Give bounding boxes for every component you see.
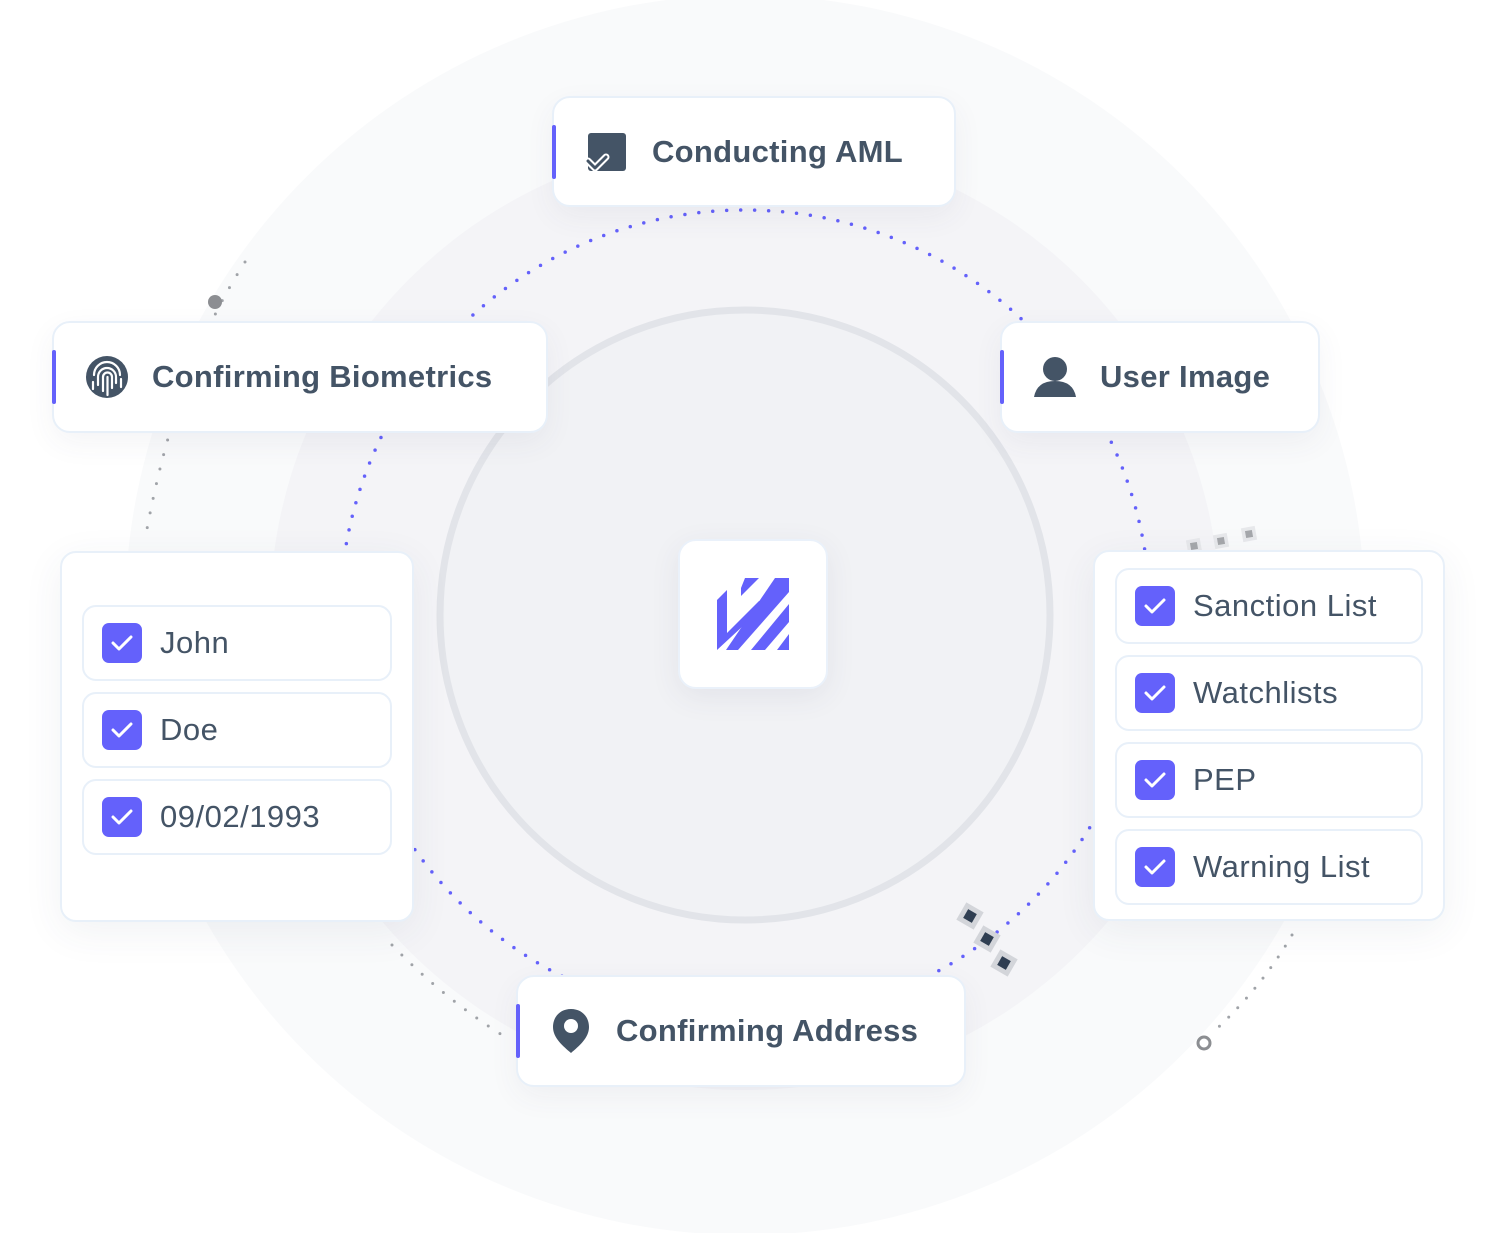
item-label: Sanction List [1193,588,1377,623]
checkbox-checked[interactable] [1135,586,1175,626]
step-card-user-image: User Image [1000,321,1320,433]
orbit-dot [208,295,222,309]
item-label: Watchlists [1193,675,1339,710]
screening-panel: Sanction List Watchlists PEP Warning Lis… [1093,550,1445,921]
step-card-aml: Conducting AML [552,96,956,207]
check-icon [111,635,133,651]
identity-item-dob[interactable]: 09/02/1993 [82,779,392,855]
screening-item-sanction-list[interactable]: Sanction List [1115,568,1423,644]
check-icon [1144,772,1166,788]
checkbox-checked[interactable] [1135,847,1175,887]
accent-bar [516,1004,520,1058]
step-label: Conducting AML [652,133,903,169]
check-icon [111,809,133,825]
screening-item-watchlists[interactable]: Watchlists [1115,655,1423,731]
map-pin-icon [548,1008,594,1054]
screening-item-pep[interactable]: PEP [1115,742,1423,818]
checkbox-checked[interactable] [1135,760,1175,800]
checkbox-checked[interactable] [102,797,142,837]
document-check-icon [584,129,630,175]
accent-bar [52,350,56,404]
step-card-address: Confirming Address [516,975,966,1087]
step-card-biometrics: Confirming Biometrics [52,321,548,433]
fingerprint-icon [84,354,130,400]
identity-panel: John Doe 09/02/1993 [60,551,414,922]
step-label: Confirming Address [616,1013,919,1048]
identity-item-last-name[interactable]: Doe [82,692,392,768]
checkbox-checked[interactable] [1135,673,1175,713]
user-icon [1032,354,1078,400]
screening-item-warning-list[interactable]: Warning List [1115,829,1423,905]
check-icon [1144,598,1166,614]
item-label: 09/02/1993 [160,799,321,834]
center-logo-tile [678,539,828,689]
step-label: Confirming Biometrics [152,359,493,394]
check-icon [111,722,133,738]
orbit-ring [1196,1035,1212,1051]
accent-bar [1000,350,1004,404]
item-label: John [160,625,230,660]
brand-logo-icon [717,578,789,650]
item-label: Warning List [1193,849,1371,884]
item-label: PEP [1193,762,1257,797]
checkbox-checked[interactable] [102,710,142,750]
accent-bar [552,125,556,179]
check-icon [1144,859,1166,875]
checkbox-checked[interactable] [102,623,142,663]
item-label: Doe [160,712,219,747]
step-label: User Image [1100,359,1271,394]
check-icon [1144,685,1166,701]
identity-item-first-name[interactable]: John [82,605,392,681]
